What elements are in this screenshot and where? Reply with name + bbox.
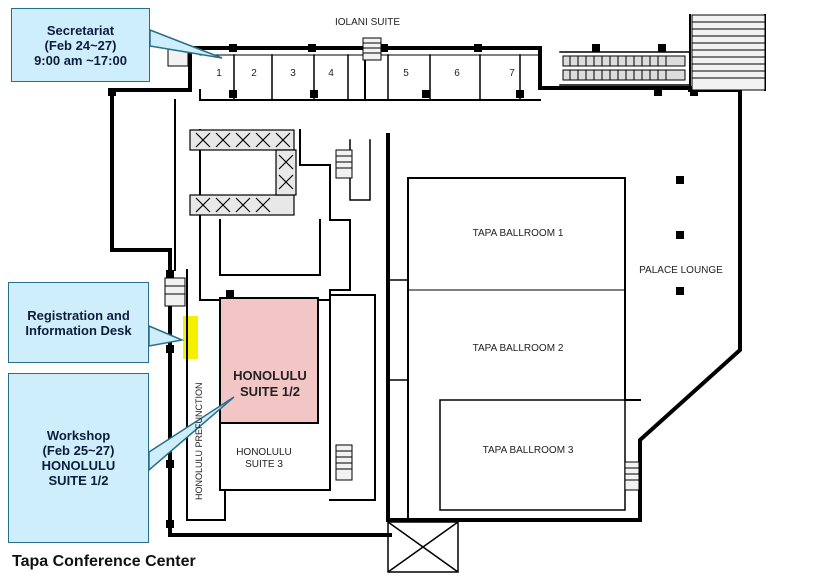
iolani-room-number: 5 [403, 68, 409, 79]
callout-pointers [148, 28, 235, 472]
columns [108, 44, 698, 528]
loading-area-x [387, 521, 459, 573]
iolani-room-numbers: 1 2 3 4 5 6 7 [216, 68, 515, 79]
secretariat-callout: Secretariat (Feb 24~27) 9:00 am ~17:00 [11, 8, 150, 82]
callout-line: Registration and [27, 307, 130, 323]
workshop-callout: Workshop (Feb 25~27) HONOLULU SUITE 1/2 [8, 373, 149, 543]
honolulu-suite-3-label: HONOLULU [236, 447, 292, 458]
iolani-room-number: 7 [509, 68, 515, 79]
callout-line: SUITE 1/2 [48, 473, 109, 488]
callout-line: Secretariat [46, 22, 115, 38]
callout-line: (Feb 25~27) [42, 443, 115, 458]
iolani-room-number: 6 [454, 68, 460, 79]
callout-line: (Feb 24~27) [44, 37, 117, 53]
honolulu-suite-12-highlight [219, 297, 319, 424]
callout-line: 9:00 am ~17:00 [34, 52, 127, 68]
iolani-room-number: 1 [216, 68, 222, 79]
honolulu-suite-12-label: SUITE 1/2 [240, 384, 300, 399]
iolani-room-number: 3 [290, 68, 296, 79]
tapa-ballroom-2-label: TAPA BALLROOM 2 [473, 343, 564, 354]
registration-desk-marker [183, 316, 198, 359]
palace-lounge-label: PALACE LOUNGE [639, 265, 723, 276]
honolulu-prefunction-label: HONOLULU PREFUNCTION [194, 382, 204, 500]
honolulu-suite-12-label: HONOLULU [233, 368, 307, 383]
callout-line: Workshop [46, 428, 111, 443]
callout-line: HONOLULU [41, 458, 116, 473]
iolani-room-number: 4 [328, 68, 334, 79]
walls [110, 14, 766, 537]
tapa-ballroom-1-label: TAPA BALLROOM 1 [473, 228, 564, 239]
iolani-room-number: 2 [251, 68, 257, 79]
map-title: Tapa Conference Center [12, 553, 196, 570]
escalator-icon [562, 55, 686, 81]
callout-line: Information Desk [25, 322, 132, 338]
elevator-icon [189, 129, 297, 216]
iolani-suite-label: IOLANI SUITE [335, 17, 400, 28]
registration-callout: Registration and Information Desk [8, 282, 149, 363]
honolulu-suite-3-label: SUITE 3 [245, 459, 283, 470]
tapa-ballroom-3-label: TAPA BALLROOM 3 [483, 445, 574, 456]
